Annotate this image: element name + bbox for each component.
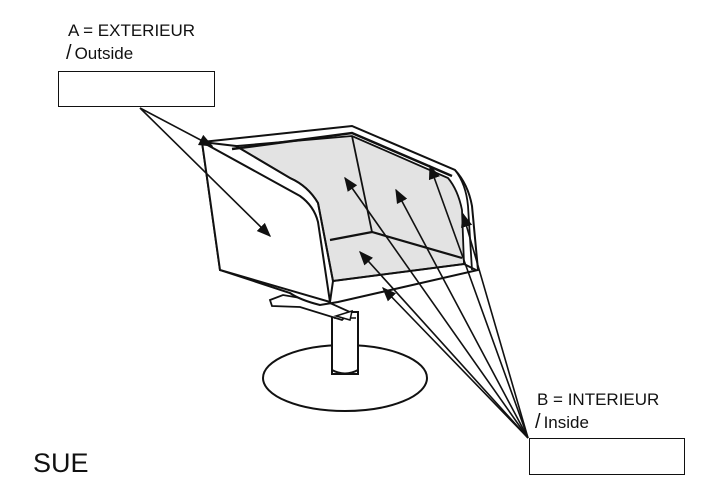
outside-arrows — [139, 107, 272, 238]
inside-arrows — [344, 164, 529, 439]
outside-label-sub: Outside — [74, 44, 134, 63]
outside-label-slash: / — [66, 42, 72, 64]
arrow-inside-1 — [344, 176, 529, 439]
chair-column — [331, 311, 359, 375]
model-name: SUE — [33, 448, 89, 478]
arrow-outside-1 — [139, 107, 214, 147]
chair-shell — [200, 124, 480, 307]
pump-pedal — [268, 294, 354, 322]
outside-label-title: A = EXTERIEUR — [68, 21, 196, 40]
inside-label-slash: / — [535, 411, 541, 433]
inside-color-field[interactable] — [529, 438, 685, 475]
outside-label-subtitle: /Outside — [66, 42, 133, 65]
arrow-outside-2 — [139, 107, 272, 238]
arrow-inside-5 — [359, 250, 529, 439]
arrow-inside-2 — [395, 188, 529, 439]
inside-label-subtitle: /Inside — [535, 411, 589, 434]
inside-label-title: B = INTERIEUR — [537, 390, 660, 409]
outside-color-field[interactable] — [58, 71, 215, 107]
inside-label-sub: Inside — [543, 413, 589, 432]
arrow-inside-4 — [461, 212, 529, 439]
arrow-inside-3 — [428, 164, 529, 439]
arrow-inside-6 — [381, 286, 529, 439]
